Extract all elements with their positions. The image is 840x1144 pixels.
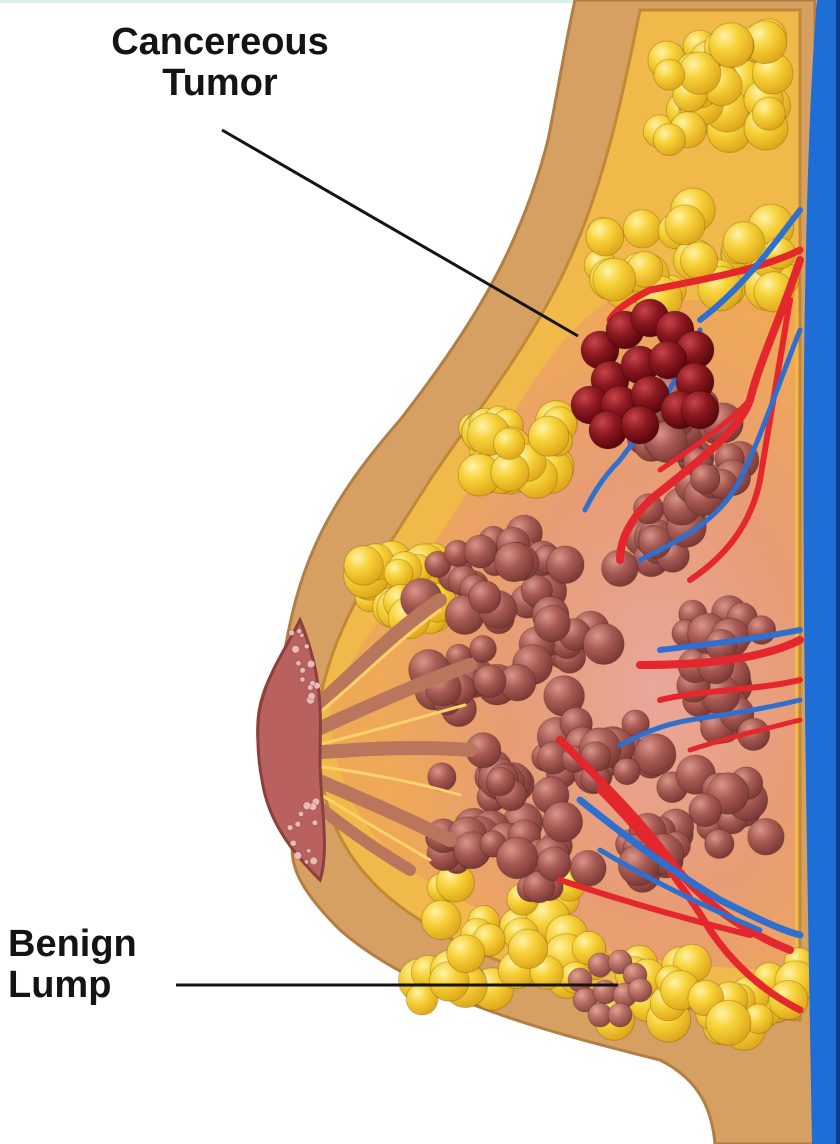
tumor-label-line-2: Tumor <box>60 63 380 104</box>
lobule-acinus <box>534 605 570 641</box>
fat-globule <box>528 416 568 456</box>
areola-gland-dot <box>298 811 303 816</box>
fat-globule <box>723 222 765 264</box>
areola-gland-dot <box>300 633 304 637</box>
areola-gland-dot <box>295 821 301 827</box>
tumor-cell <box>681 391 719 429</box>
lobule-acinus <box>583 624 624 665</box>
lobule-acinus <box>614 758 641 785</box>
fat-globule <box>586 218 624 256</box>
areola-gland-dot <box>307 660 315 668</box>
areola-gland-dot <box>310 857 318 865</box>
areola-gland-dot <box>307 685 313 691</box>
lobule-acinus <box>748 818 785 855</box>
fat-globule <box>709 23 754 68</box>
fat-globule <box>447 935 485 973</box>
fat-globule <box>681 242 718 279</box>
areola-gland-dot <box>307 849 311 853</box>
fat-globule <box>508 929 547 968</box>
benign-label-line-1: Benign <box>8 924 188 965</box>
fat-globule <box>493 428 524 459</box>
fat-globule <box>344 546 383 585</box>
areola-gland-dot <box>308 693 315 700</box>
cancerous-tumor-label: Cancereous Tumor <box>60 22 380 104</box>
tumor-label-line-1: Cancereous <box>60 22 380 63</box>
areola-gland-dot <box>287 825 293 831</box>
lobule-acinus <box>537 847 571 881</box>
fat-globule <box>623 210 661 248</box>
chest-wall-edge <box>836 0 840 1144</box>
areola-gland-dot <box>304 644 309 649</box>
areola-gland-dot <box>300 668 306 674</box>
areola-gland-dot <box>289 630 295 636</box>
areola-gland-dot <box>296 661 301 666</box>
lobule-acinus <box>543 802 583 842</box>
fat-globule <box>665 205 705 245</box>
areola-gland-dot <box>304 860 308 864</box>
lobule-acinus <box>486 767 514 795</box>
lobule-acinus <box>497 837 538 878</box>
lobule-acinus <box>705 829 734 858</box>
areola-gland-dot <box>312 820 318 826</box>
fat-globule <box>653 124 685 156</box>
lobule-acinus <box>470 636 497 663</box>
lobule-acinus <box>634 734 676 776</box>
benign-lump-label: Benign Lump <box>8 924 188 1006</box>
tumor-cell <box>621 406 659 444</box>
lobule-acinus <box>469 581 501 613</box>
areola-gland-dot <box>303 802 311 810</box>
lobule-acinus <box>689 794 722 827</box>
areola-gland-dot <box>300 677 305 682</box>
benign-lump-cell <box>608 1003 632 1027</box>
fat-globule <box>654 59 685 90</box>
areola-gland-dot <box>294 852 302 860</box>
areola-gland-dot <box>297 629 302 634</box>
lobule-acinus <box>464 535 497 568</box>
lobule-acinus <box>547 546 585 584</box>
fat-globule <box>752 97 785 130</box>
lobule-acinus <box>494 542 533 581</box>
fat-globule <box>593 258 636 301</box>
lobule-acinus <box>474 665 507 698</box>
fat-globule <box>706 1000 751 1045</box>
fat-globule <box>422 900 461 939</box>
areola-gland-dot <box>290 840 296 846</box>
benign-label-line-2: Lump <box>8 965 188 1006</box>
lobule-acinus <box>570 850 606 886</box>
areola-gland-dot <box>292 645 300 653</box>
benign-lump-cell <box>628 978 652 1002</box>
